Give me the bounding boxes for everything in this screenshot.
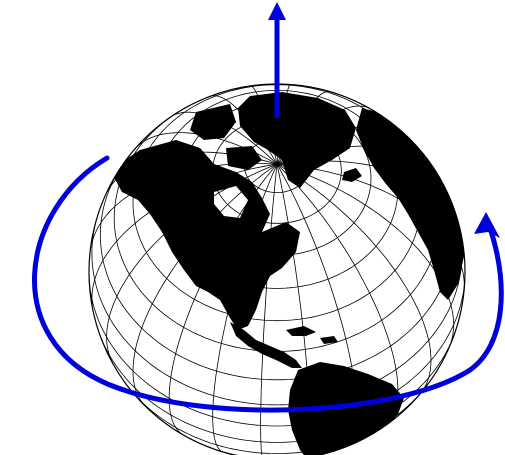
rotation-arrowhead	[474, 212, 500, 238]
globe-icon	[89, 84, 466, 455]
rotation-axis-arrowhead	[268, 2, 286, 20]
